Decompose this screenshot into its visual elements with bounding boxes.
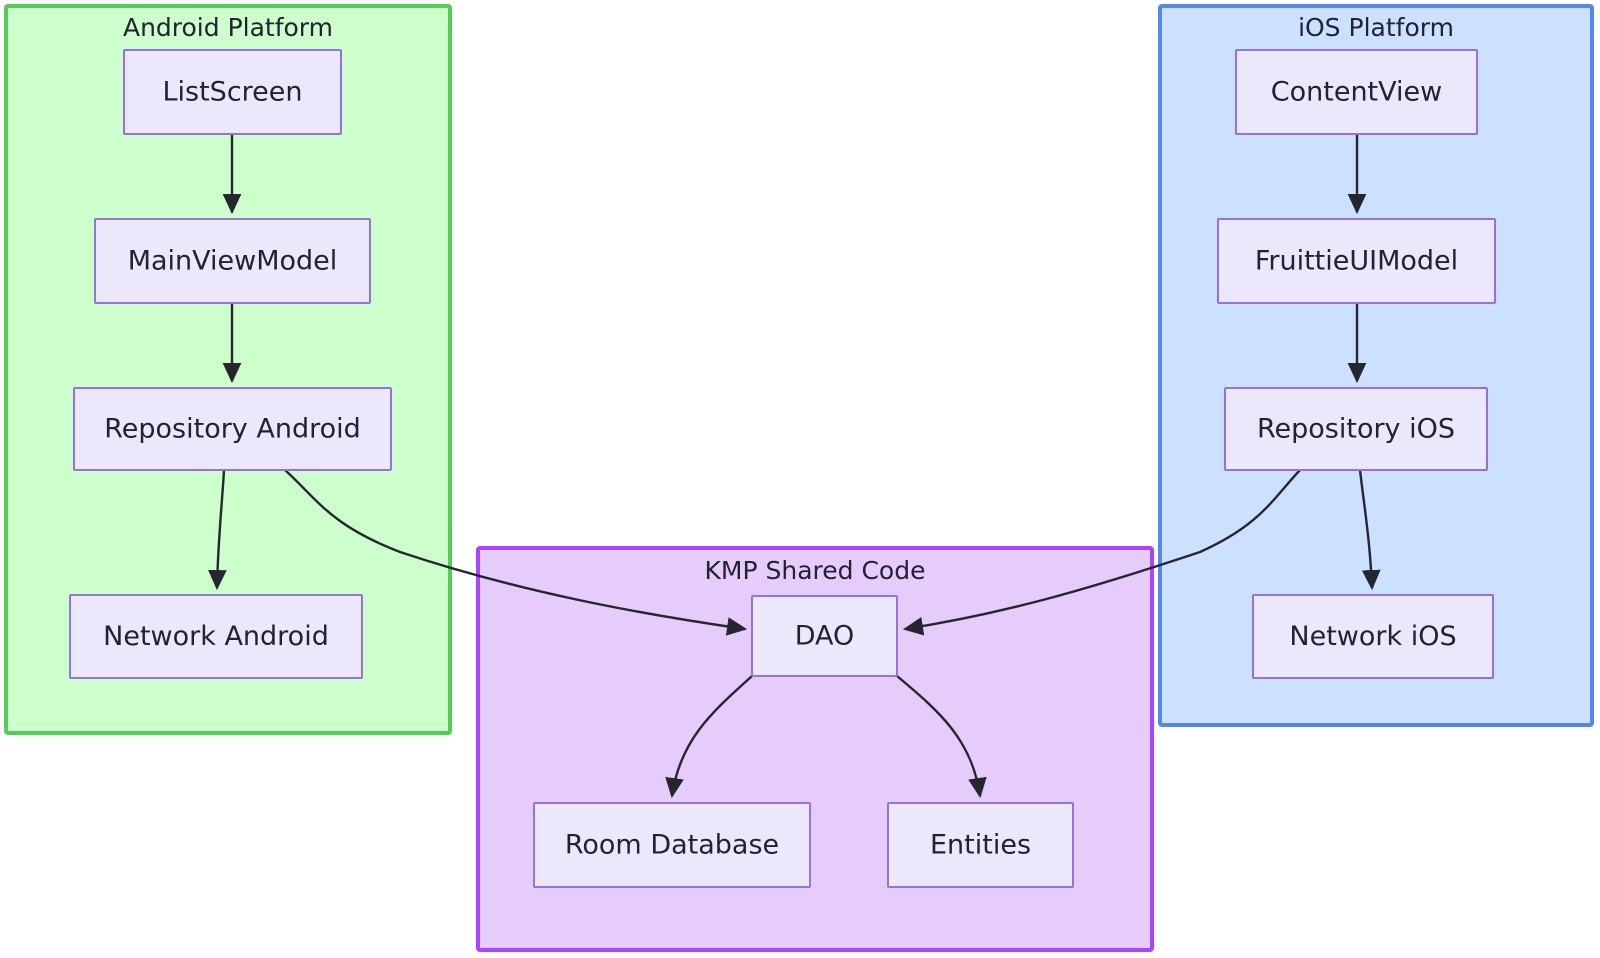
node-networkandroid[interactable]: Network Android (69, 594, 363, 679)
edge-dao-to-roomdatabase (665, 675, 753, 799)
node-box-repoandroid[interactable] (73, 387, 392, 471)
node-box-repoios[interactable] (1224, 387, 1488, 471)
node-box-fruittieuimodel[interactable] (1217, 218, 1496, 304)
node-label-fruittieuimodel: FruittieUIModel (1255, 246, 1458, 277)
node-repoandroid[interactable]: Repository Android (73, 387, 392, 471)
node-label-networkandroid: Network Android (103, 621, 329, 652)
node-label-repoandroid: Repository Android (104, 414, 361, 445)
node-label-roomdatabase: Room Database (565, 830, 779, 861)
cluster-ios (1158, 4, 1594, 727)
node-box-mainviewmodel[interactable] (94, 218, 371, 304)
node-label-contentview: ContentView (1271, 77, 1442, 108)
node-label-mainviewmodel: MainViewModel (128, 246, 338, 277)
edge-dao-to-entities (896, 675, 987, 799)
cluster-label-ios: iOS Platform (1298, 13, 1454, 42)
node-box-networkandroid[interactable] (69, 594, 363, 679)
node-box-networkios[interactable] (1252, 594, 1494, 679)
node-entities[interactable]: Entities (887, 802, 1074, 888)
node-mainviewmodel[interactable]: MainViewModel (94, 218, 371, 304)
node-label-repoios: Repository iOS (1257, 414, 1455, 445)
edge-repoandroid-to-networkandroid (208, 469, 227, 591)
node-box-dao[interactable] (751, 595, 898, 677)
node-listscreen[interactable]: ListScreen (123, 49, 342, 135)
node-label-networkios: Network iOS (1289, 621, 1456, 652)
node-box-listscreen[interactable] (123, 49, 342, 135)
node-dao[interactable]: DAO (751, 595, 898, 677)
node-label-listscreen: ListScreen (162, 77, 302, 108)
node-repoios[interactable]: Repository iOS (1224, 387, 1488, 471)
node-label-dao: DAO (795, 621, 855, 652)
cluster-label-android: Android Platform (123, 13, 333, 42)
node-roomdatabase[interactable]: Room Database (533, 802, 811, 888)
node-box-entities[interactable] (887, 802, 1074, 888)
cluster-label-shared: KMP Shared Code (705, 556, 926, 585)
node-label-entities: Entities (930, 830, 1031, 861)
edge-repoandroid-to-dao (284, 469, 748, 636)
node-box-roomdatabase[interactable] (533, 802, 811, 888)
edge-repoios-to-networkios (1358, 469, 1381, 591)
edge-repoios-to-dao (902, 469, 1301, 636)
node-box-contentview[interactable] (1235, 49, 1478, 135)
node-fruittieuimodel[interactable]: FruittieUIModel (1217, 218, 1496, 304)
node-contentview[interactable]: ContentView (1235, 49, 1478, 135)
edge-layer (208, 134, 1381, 799)
node-networkios[interactable]: Network iOS (1252, 594, 1494, 679)
